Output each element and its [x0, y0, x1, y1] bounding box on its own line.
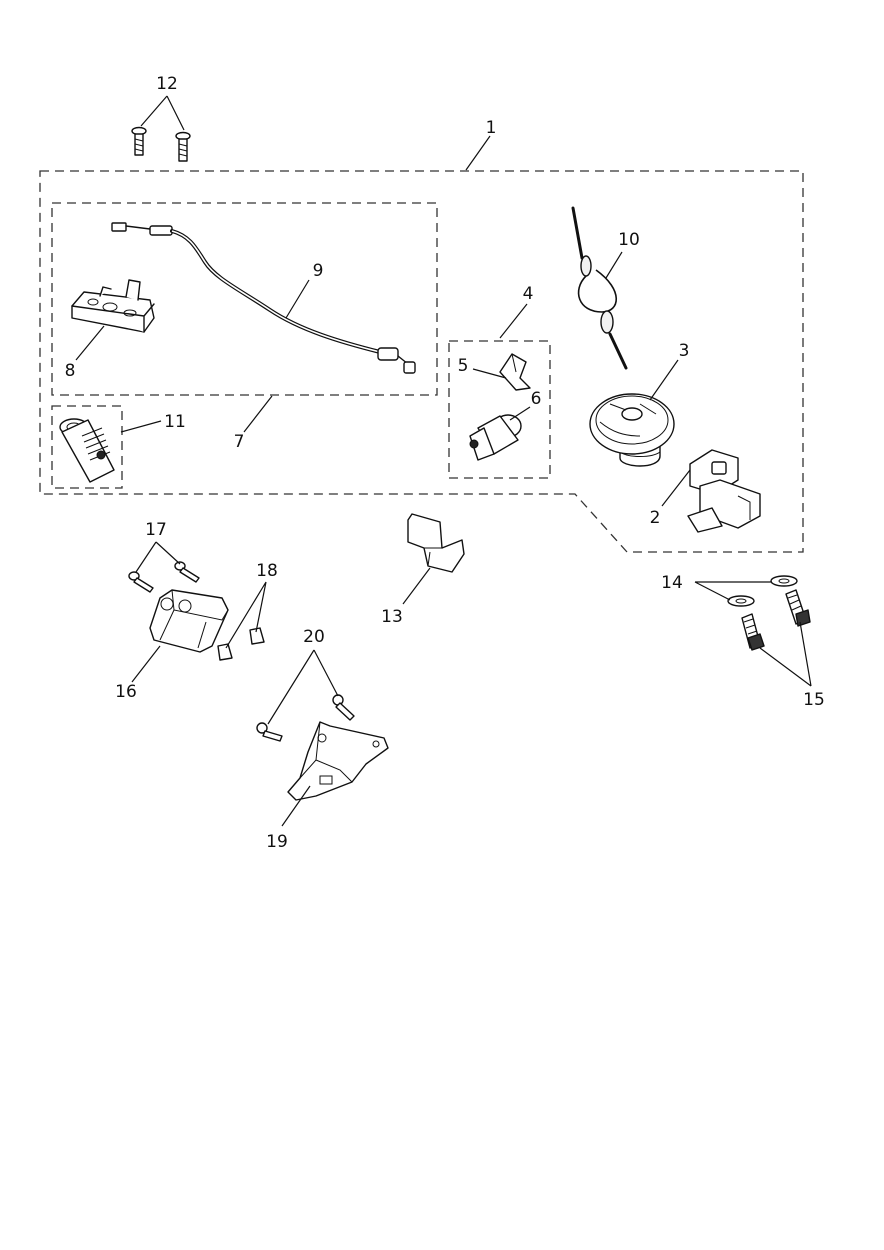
part-bolts-15 [741, 589, 811, 651]
callout-10: 10 [618, 230, 640, 250]
callout-1: 1 [486, 118, 497, 138]
callout-4: 4 [523, 284, 534, 304]
part-seat-lock-6 [469, 414, 522, 461]
callout-16: 16 [115, 682, 137, 702]
group-boundary-kit [39, 170, 804, 553]
part-screws-20 [256, 694, 355, 742]
callout-17: 17 [145, 520, 167, 540]
callout-11: 11 [164, 412, 186, 432]
callout-2: 2 [650, 508, 661, 528]
callout-15: 15 [803, 690, 825, 710]
part-clip-5 [499, 353, 531, 391]
callout-12: 12 [156, 74, 178, 94]
part-bracket-8 [71, 279, 155, 333]
callout-9: 9 [313, 261, 324, 281]
callout-19: 19 [266, 832, 288, 852]
callout-8: 8 [65, 361, 76, 381]
callout-5: 5 [458, 356, 469, 376]
group-boundary-barrel [51, 405, 123, 489]
part-bracket-13 [407, 513, 465, 573]
part-wire-10 [571, 206, 628, 370]
part-screws-17 [128, 561, 200, 593]
callout-6: 6 [531, 389, 542, 409]
callout-14: 14 [661, 573, 683, 593]
leader-lines [75, 95, 812, 827]
part-filler-cap-3 [589, 393, 675, 467]
callout-20: 20 [303, 627, 325, 647]
part-screws-12 [131, 126, 191, 162]
part-bracket-19 [287, 721, 389, 801]
part-cable-9 [111, 222, 416, 374]
part-washers-14 [727, 575, 798, 607]
callout-7: 7 [234, 432, 245, 452]
part-lock-barrel-11 [59, 418, 115, 483]
callout-13: 13 [381, 607, 403, 627]
group-boundary-seat-lock [448, 340, 551, 479]
part-module-16 [149, 589, 229, 653]
callout-3: 3 [679, 341, 690, 361]
part-clips-18 [217, 627, 265, 661]
group-boundary-harness [51, 202, 438, 396]
callout-18: 18 [256, 561, 278, 581]
part-ignition-switch-2 [687, 449, 761, 533]
